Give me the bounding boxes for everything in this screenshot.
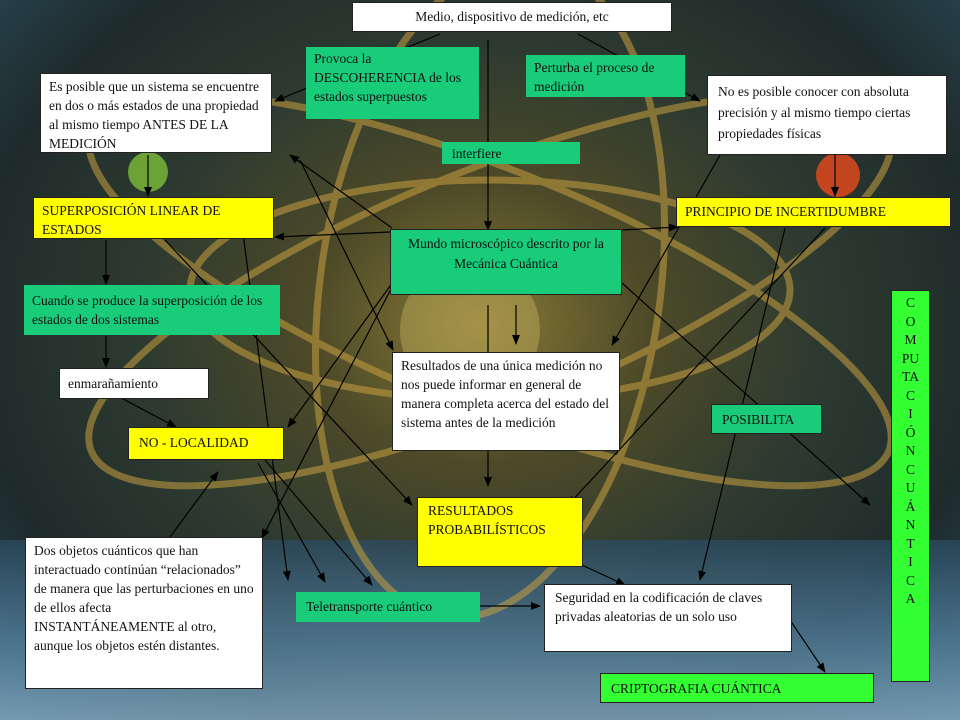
arrow [621, 223, 679, 232]
node-teletransporte: Teletransporte cuántico [296, 592, 480, 622]
computacion-letter: O [905, 313, 916, 329]
node-superposicion: SUPERPOSICIÓN LINEAR DE ESTADOS [33, 197, 274, 239]
arrow [274, 231, 391, 241]
node-cuando: Cuando se produce la superposición de lo… [24, 285, 280, 335]
computacion-letter: I [908, 554, 913, 569]
computacion-letter: M [904, 332, 917, 347]
arrow [567, 227, 826, 506]
node-incertidumbre: PRINCIPIO DE INCERTIDUMBRE [676, 197, 951, 227]
arrow [164, 239, 413, 506]
node-criptografia: CRIPTOGRAFIA CUÁNTICA [600, 673, 874, 703]
node-posibilita: POSIBILITA [711, 404, 822, 434]
arrow [261, 284, 394, 539]
computacion-letter: C [905, 387, 915, 403]
computacion-letter: U [905, 480, 916, 495]
arrow [611, 154, 721, 346]
node-mundo: Mundo microscópico descrito por la Mecán… [390, 229, 622, 295]
computacion-letter: T [906, 535, 915, 551]
computacion-letter: I [908, 406, 913, 421]
arrow [264, 459, 373, 586]
arrow [289, 154, 393, 229]
node-decoherencia: Provoca la DESCOHERENCIA de los estados … [306, 47, 479, 119]
arrow [299, 159, 394, 351]
computacion-letter: Ó [905, 424, 916, 440]
computacion-letter: C [905, 461, 915, 477]
node-dos-objetos: Dos objetos cuánticos que han interactua… [25, 537, 263, 689]
node-enmaranamiento: enmarañamiento [59, 368, 209, 399]
node-interfiere: interfiere [442, 142, 580, 164]
computacion-letter: Á [905, 498, 916, 514]
computacion-letter: N [905, 517, 916, 532]
arrow [789, 619, 826, 673]
computacion-letter: C [905, 572, 915, 588]
computacion-letter: TA [902, 369, 919, 384]
node-no-localidad: NO - LOCALIDAD [128, 427, 284, 460]
arrow [239, 209, 291, 581]
node-perturba: Perturba el proceso de medición [526, 55, 685, 97]
arrow [287, 281, 394, 428]
computacion-letter: N [905, 443, 916, 458]
arrow [257, 462, 326, 583]
computacion-letter: PU [901, 350, 920, 366]
computacion-letter: A [905, 591, 916, 606]
computacion-letter: C [905, 295, 915, 310]
node-probabilisticos: RESULTADOS PROBABILÍSTICOS [417, 497, 583, 567]
arrow [621, 282, 871, 506]
node-medio: Medio, dispositivo de medición, etc [352, 2, 672, 32]
arrow [169, 471, 219, 538]
node-resultados-unica: Resultados de una única medición no nos … [392, 352, 620, 451]
node-sistema-posible: Es posible que un sistema se encuentre e… [40, 73, 272, 153]
node-seguridad: Seguridad en la codificación de claves p… [544, 584, 792, 652]
node-no-posible: No es posible conocer con absoluta preci… [707, 75, 947, 155]
